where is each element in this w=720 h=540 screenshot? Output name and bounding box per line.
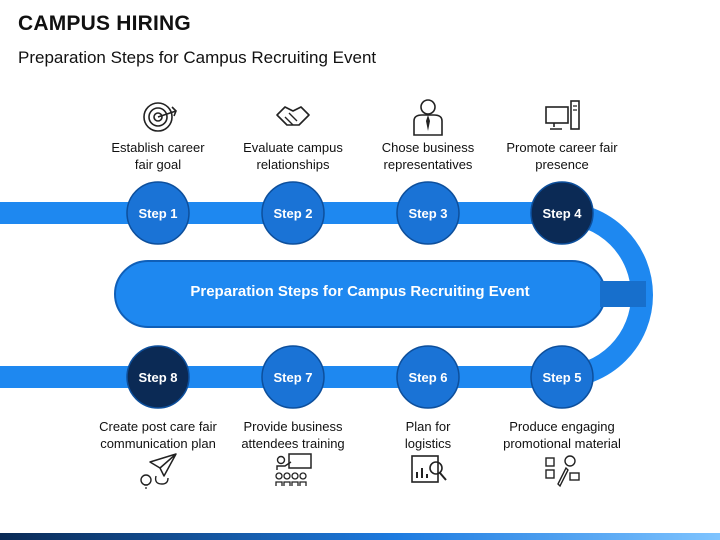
step-caption-1: Establish career fair goal — [88, 139, 228, 173]
step-caption-line: Create post care fair — [99, 419, 217, 434]
step-label-2: Step 2 — [273, 206, 312, 221]
step-label-1: Step 1 — [138, 206, 177, 221]
step-caption-line: fair goal — [134, 157, 182, 172]
center-label: Preparation Steps for Campus Recruiting … — [190, 283, 530, 300]
step-circle-3 — [396, 181, 460, 245]
step-caption-line: relationships — [256, 157, 330, 172]
footer-accent-bar — [0, 533, 720, 540]
step-caption-line: Chose business — [381, 140, 475, 155]
step-circle-1 — [126, 181, 190, 245]
analytics-icon — [411, 455, 447, 483]
businessman-icon — [413, 99, 443, 136]
step-caption-line: Plan for — [405, 419, 451, 434]
step-label-6: Step 6 — [408, 370, 447, 385]
step-caption-8: Create post care fair communication plan — [88, 418, 228, 452]
step-label-8: Step 8 — [138, 370, 177, 385]
handshake-icon — [276, 106, 310, 126]
step-circle-2 — [261, 181, 325, 245]
step-caption-line: attendees training — [241, 436, 345, 451]
step-caption-line: promotional material — [503, 436, 621, 451]
pill-connector — [600, 281, 646, 307]
step-label-4: Step 4 — [542, 206, 582, 221]
step-circle-7 — [261, 345, 325, 409]
presentation-icon — [275, 453, 312, 486]
step-caption-line: Promote career fair — [506, 140, 618, 155]
step-caption-line: representatives — [383, 157, 473, 172]
page-subtitle: Preparation Steps for Campus Recruiting … — [18, 48, 377, 67]
step-circle-6 — [396, 345, 460, 409]
page-title: CAMPUS HIRING — [18, 12, 191, 35]
step-circle-8 — [126, 345, 190, 409]
step-caption-line: Produce engaging — [509, 419, 615, 434]
step-label-7: Step 7 — [273, 370, 312, 385]
step-caption-2: Evaluate campus relationships — [223, 139, 363, 173]
step-circle-5 — [530, 345, 594, 409]
step-caption-line: communication plan — [100, 436, 216, 451]
step-label-5: Step 5 — [542, 370, 581, 385]
step-caption-line: logistics — [404, 436, 452, 451]
step-caption-4: Promote career fair presence — [492, 139, 632, 173]
step-caption-6: Plan for logistics — [358, 418, 498, 452]
step-caption-7: Provide business attendees training — [223, 418, 363, 452]
media-icon — [545, 455, 580, 488]
step-label-3: Step 3 — [408, 206, 447, 221]
computer-icon — [545, 100, 580, 130]
target-icon — [143, 102, 177, 132]
step-caption-line: Establish career — [111, 140, 205, 155]
step-caption-line: Provide business — [243, 419, 343, 434]
paper-plane-icon — [140, 453, 177, 489]
step-circle-4 — [530, 181, 594, 245]
step-caption-line: Evaluate campus — [243, 140, 343, 155]
step-caption-3: Chose business representatives — [358, 139, 498, 173]
step-caption-5: Produce engaging promotional material — [492, 418, 632, 452]
step-caption-line: presence — [535, 157, 589, 172]
